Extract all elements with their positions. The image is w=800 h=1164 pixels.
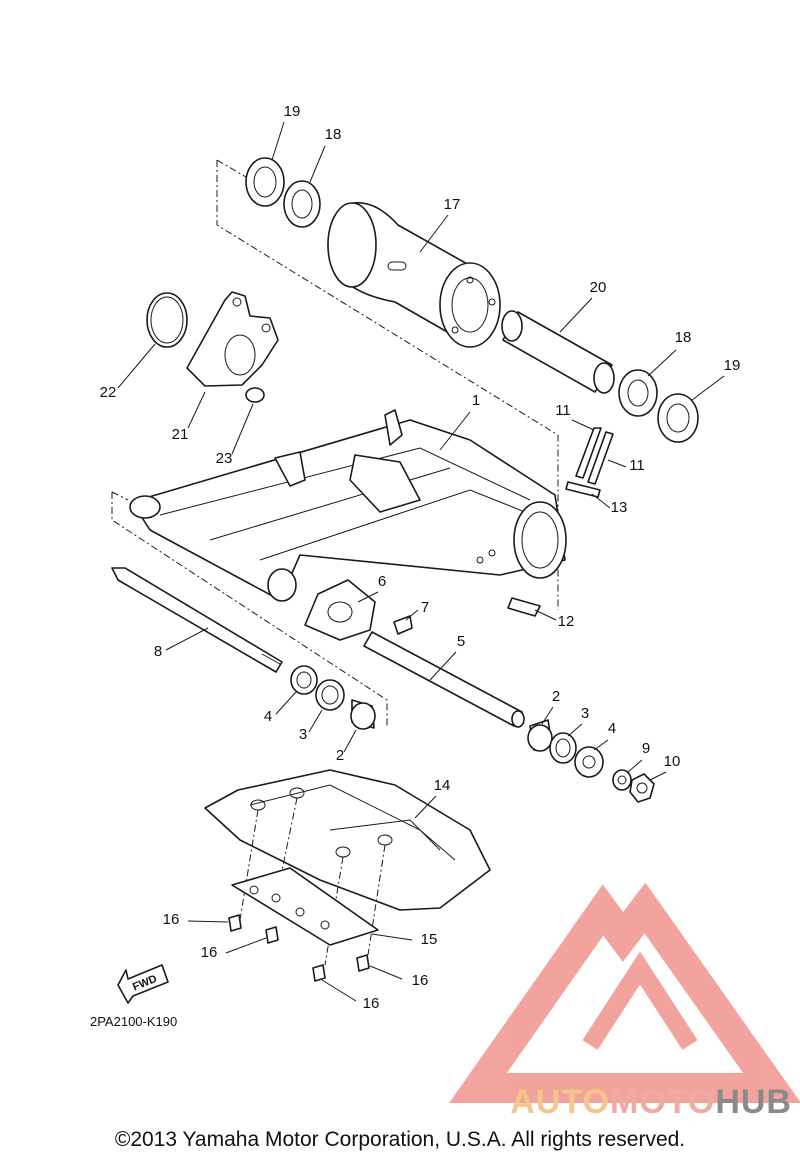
callout-c19b: 19	[724, 357, 741, 374]
right-pivot-set	[527, 706, 609, 778]
bolts-11	[571, 419, 627, 485]
callout-c13: 13	[611, 499, 628, 516]
callout-c8: 8	[154, 643, 162, 660]
bracket-21	[186, 291, 279, 429]
callout-c17: 17	[444, 196, 461, 213]
swing-arm-1	[129, 409, 567, 602]
callout-c16a: 16	[163, 911, 180, 928]
diagram-code: 2PA2100-K190	[90, 1014, 177, 1029]
brand-moto: MOTO	[609, 1083, 716, 1121]
bolt-7	[393, 609, 419, 635]
brand-hub: HUB	[715, 1083, 792, 1121]
callout-c12: 12	[558, 613, 575, 630]
callout-c18b: 18	[675, 329, 692, 346]
plate-15	[231, 867, 413, 946]
callout-c3a: 3	[581, 705, 589, 722]
callout-c6: 6	[378, 573, 386, 590]
callout-c11b: 11	[629, 457, 645, 474]
hub-bushing-17	[327, 202, 501, 348]
oil-seal-19-lower	[657, 375, 725, 443]
callout-c16d: 16	[363, 995, 380, 1012]
callout-c2b: 2	[336, 747, 344, 764]
pivot-shaft-5	[363, 631, 525, 728]
collar-23	[231, 387, 265, 455]
collar-20	[501, 297, 615, 394]
assembly-lines	[111, 159, 559, 728]
guard-14	[204, 769, 491, 966]
bracket-6	[304, 579, 379, 641]
callout-c18a: 18	[325, 126, 342, 143]
callout-c4a: 4	[264, 708, 272, 725]
watermark-logo	[449, 882, 800, 1103]
callout-c16b: 16	[201, 944, 218, 961]
bearing-18-upper	[283, 145, 326, 228]
left-pivot-set	[275, 665, 376, 753]
callout-c16c: 16	[412, 972, 429, 989]
bearing-18-lower	[618, 349, 677, 417]
callout-c23: 23	[216, 450, 233, 467]
callout-c10: 10	[664, 753, 681, 770]
watermark-brand: AUTOMOTOHUB	[510, 1083, 792, 1122]
bolts-16	[187, 914, 403, 1002]
plate-13	[565, 481, 611, 509]
callout-c5: 5	[457, 633, 465, 650]
circlip-22	[117, 292, 188, 389]
washer-9-nut-10	[612, 759, 667, 803]
long-bolt-8	[111, 567, 283, 673]
callout-c20: 20	[590, 279, 607, 296]
fwd-arrow-icon: FWD	[117, 964, 169, 1004]
callout-c3b: 3	[299, 726, 307, 743]
callout-c21: 21	[172, 426, 189, 443]
callout-c14: 14	[434, 777, 451, 794]
callout-c19a: 19	[284, 103, 301, 120]
callout-c4b: 4	[608, 720, 616, 737]
callout-c1: 1	[472, 392, 480, 409]
callout-c22: 22	[100, 384, 117, 401]
plate-12	[507, 597, 557, 621]
callout-c15: 15	[421, 931, 438, 948]
callout-c7: 7	[421, 599, 429, 616]
callout-c2a: 2	[552, 688, 560, 705]
copyright-notice: ©2013 Yamaha Motor Corporation, U.S.A. A…	[114, 1128, 686, 1151]
oil-seal-19-upper	[245, 121, 285, 207]
callout-c9: 9	[642, 740, 650, 757]
brand-auto: AUTO	[510, 1083, 610, 1121]
callout-c11a: 11	[555, 402, 571, 419]
